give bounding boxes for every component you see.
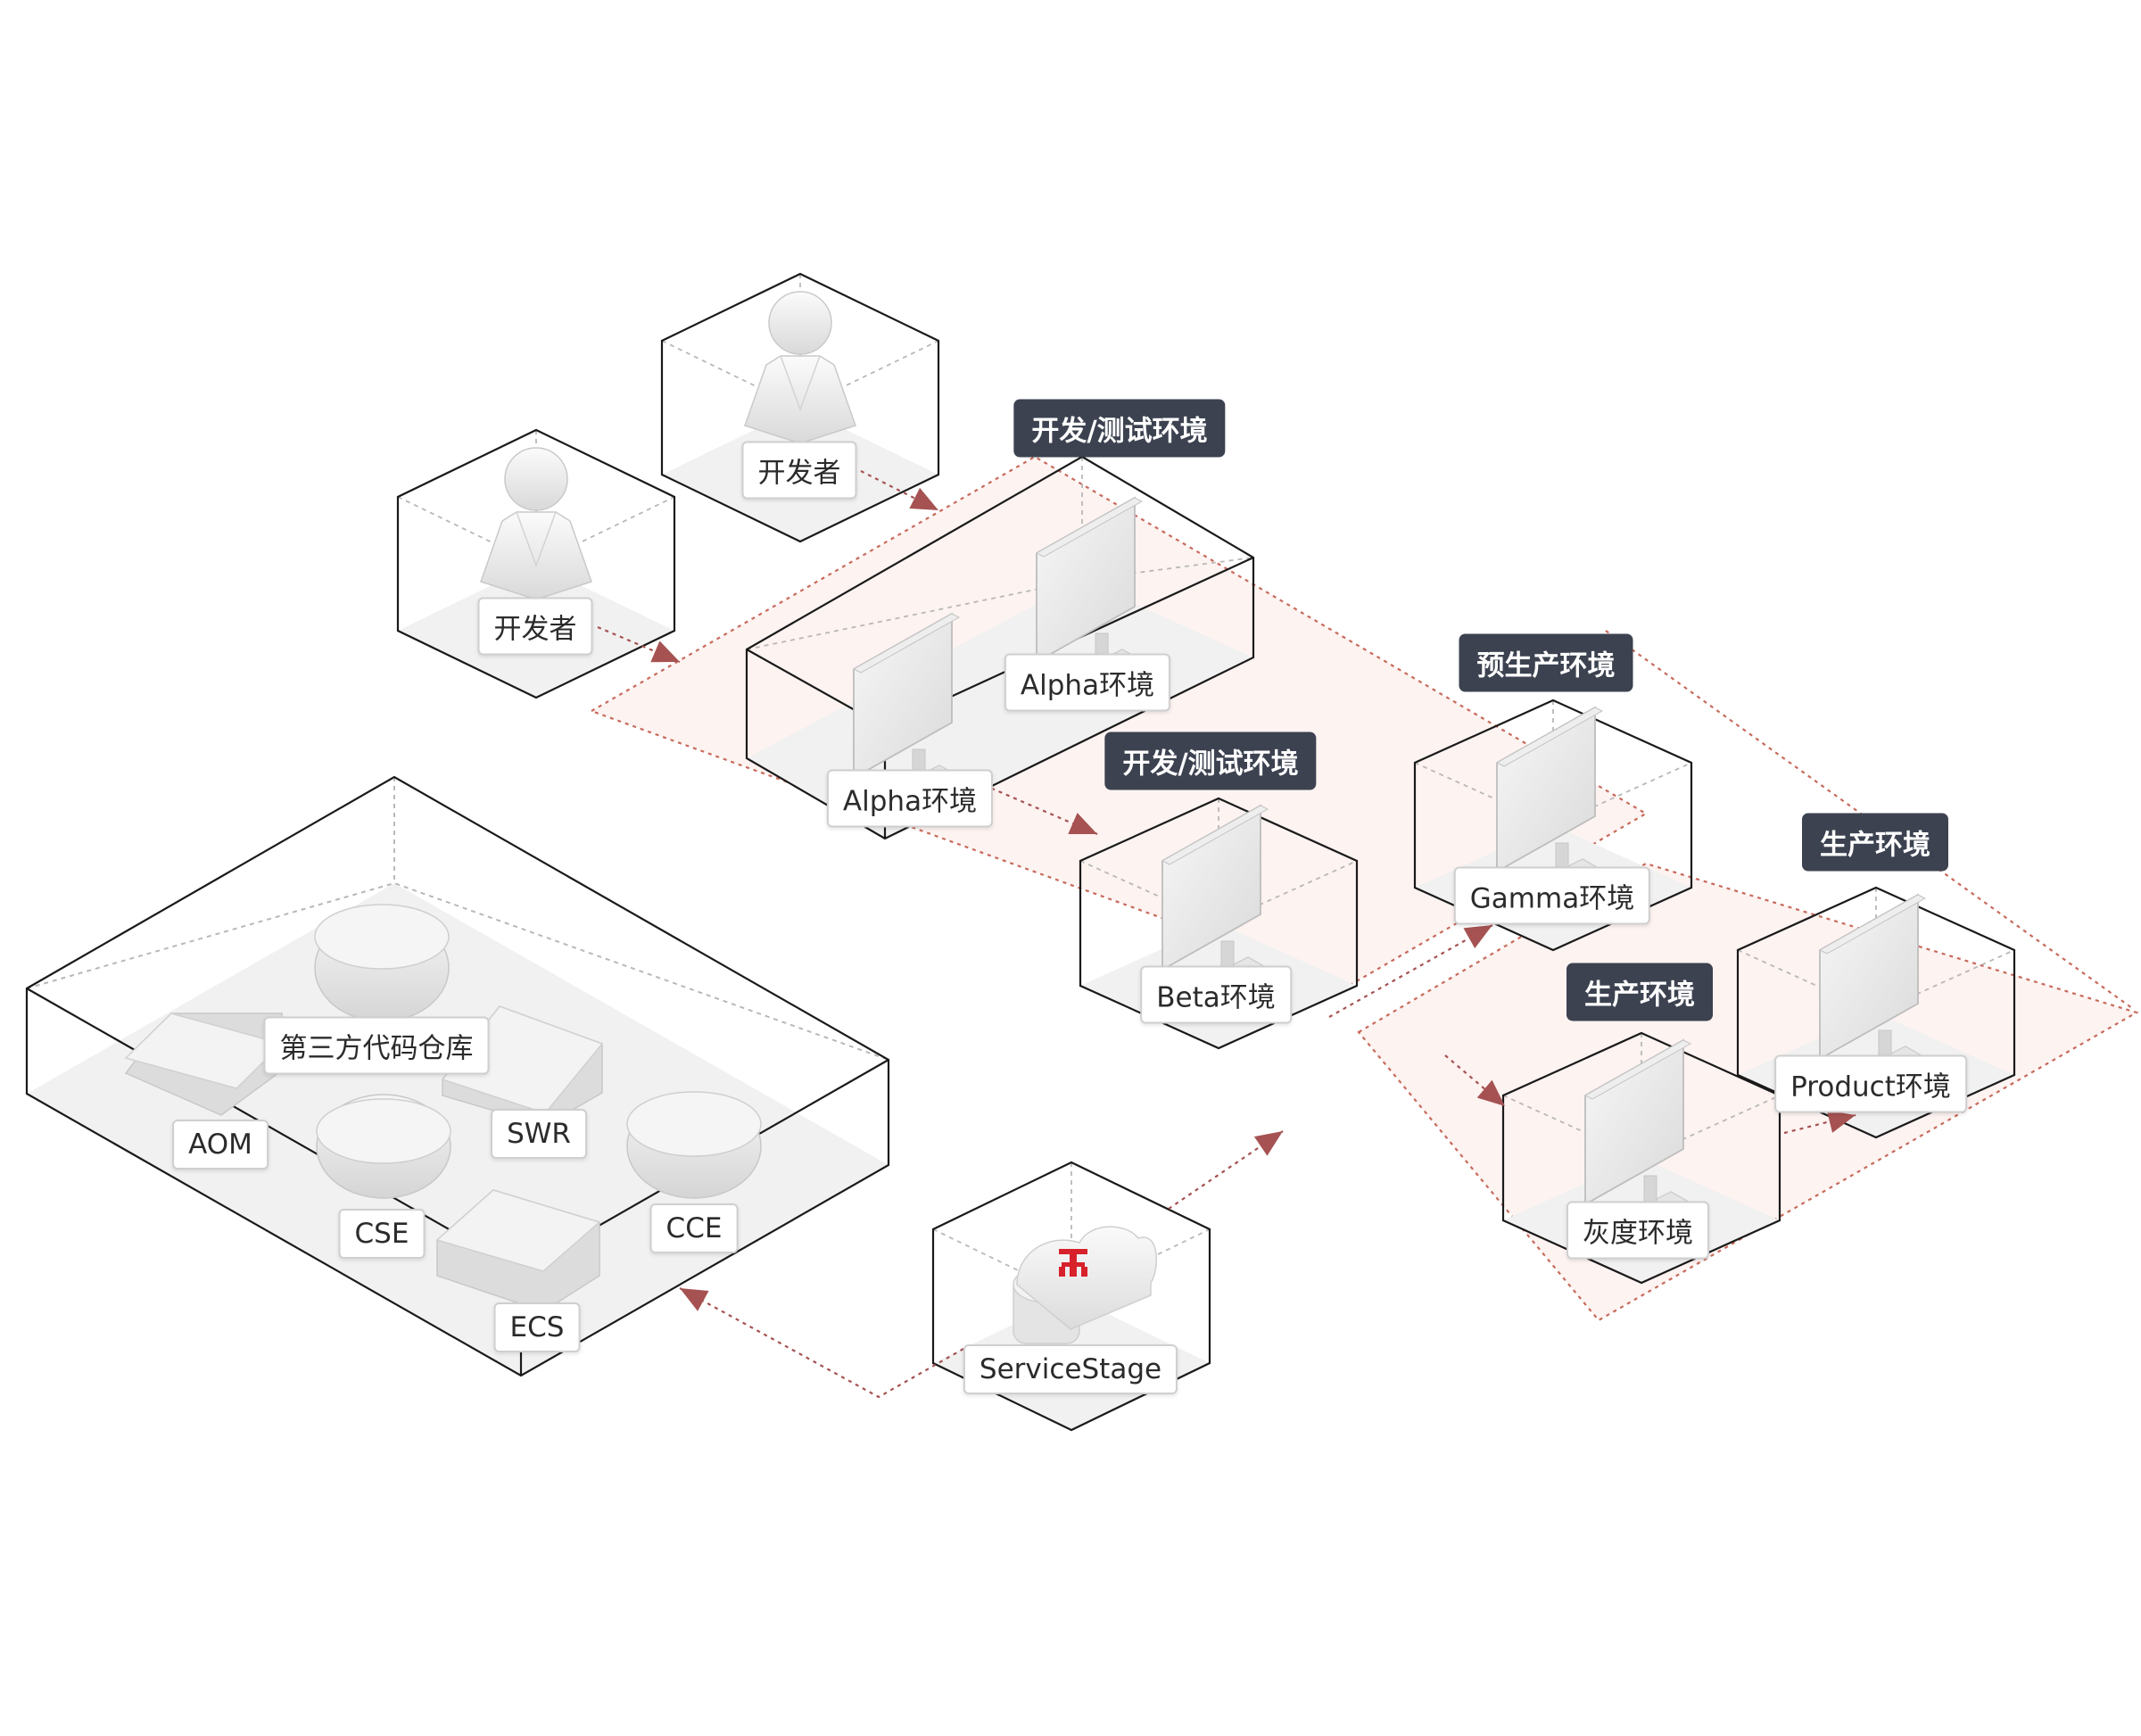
server-icon xyxy=(435,1189,601,1312)
servicestage-logo-icon xyxy=(1059,1249,1087,1277)
alpha-env-label-left: Alpha环境 xyxy=(826,769,994,828)
person-icon xyxy=(480,447,592,600)
developer-box-top xyxy=(660,272,940,543)
person-icon xyxy=(744,291,856,444)
arrow-gray-to-product xyxy=(1783,1110,1856,1135)
developer-label-left: 开发者 xyxy=(477,597,593,656)
developer-box-left xyxy=(396,428,676,699)
product-env-label: Product环境 xyxy=(1774,1054,1967,1113)
developer-label-top: 开发者 xyxy=(741,441,857,500)
repo-label: 第三方代码仓库 xyxy=(263,1016,490,1075)
database-icon xyxy=(626,1091,762,1199)
arrow-developer-to-dev-env xyxy=(860,470,939,511)
aom-label: AOM xyxy=(172,1120,269,1170)
arrow-alpha-to-beta xyxy=(983,783,1098,836)
cse-label: CSE xyxy=(338,1209,426,1259)
arrow-developer-to-dev-env-left xyxy=(597,625,681,664)
env-header-preprod: 预生产环境 xyxy=(1459,633,1633,692)
ecs-label: ECS xyxy=(493,1302,581,1352)
env-header-dev-test-mid: 开发/测试环境 xyxy=(1104,732,1317,790)
gamma-env-label: Gamma环境 xyxy=(1453,866,1651,925)
arrow-to-gray xyxy=(1444,1054,1506,1107)
servicestage-label: ServiceStage xyxy=(963,1344,1178,1394)
database-icon xyxy=(316,1094,451,1199)
cce-label: CCE xyxy=(649,1203,739,1253)
swr-label: SWR xyxy=(491,1109,587,1159)
arrow-servicestage-to-env xyxy=(1168,1130,1284,1210)
gray-env-label: 灰度环境 xyxy=(1566,1201,1709,1260)
cloud-icon xyxy=(1013,1226,1158,1344)
env-header-prod-mid: 生产环境 xyxy=(1566,963,1713,1021)
beta-env-label: Beta环境 xyxy=(1140,965,1292,1024)
env-header-prod-right: 生产环境 xyxy=(1802,813,1948,872)
database-icon xyxy=(314,904,450,1022)
env-header-dev-test-top: 开发/测试环境 xyxy=(1013,399,1226,458)
platform-outline xyxy=(25,775,890,1377)
arrow-beta-to-gamma xyxy=(1328,924,1493,1018)
alpha-env-label-right: Alpha环境 xyxy=(1004,653,1171,712)
arrow-servicestage-to-platform xyxy=(679,1287,964,1399)
